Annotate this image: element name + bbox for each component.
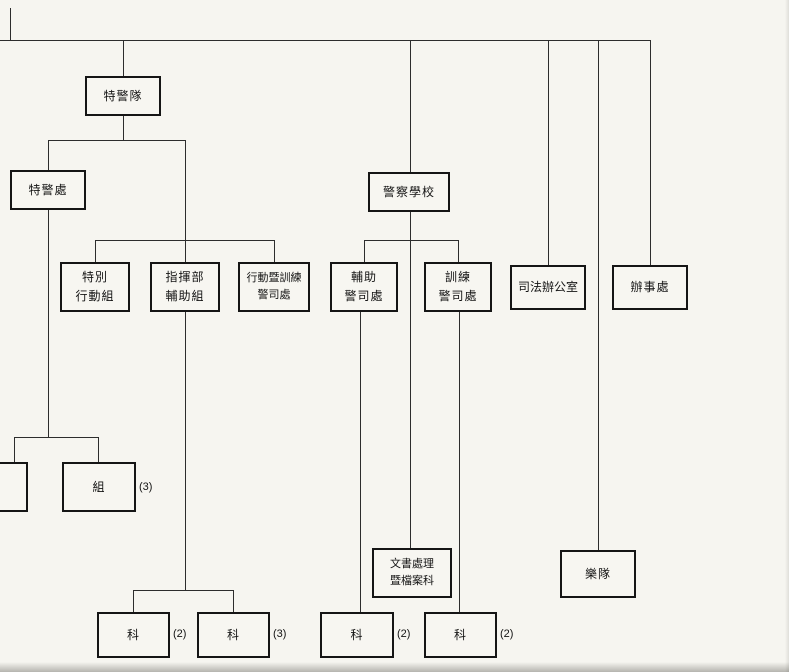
connector-v xyxy=(410,212,411,548)
org-node-training-sp-division: 訓練 警司處 xyxy=(424,262,492,312)
connector-v xyxy=(458,240,459,262)
count-annotation-section-d: (2) xyxy=(500,628,514,640)
org-node-section-d: 科 xyxy=(424,612,497,658)
org-node-label: 行動暨訓練 警司處 xyxy=(246,271,302,301)
connector-v xyxy=(410,40,411,172)
org-node-section-c: 科 xyxy=(320,612,394,658)
org-node-label: 樂隊 xyxy=(584,566,611,581)
connector-v xyxy=(98,437,99,462)
org-node-label: 科 xyxy=(226,627,240,642)
connector-v xyxy=(650,40,651,265)
org-node-section-b: 科 xyxy=(197,612,270,658)
connector-v xyxy=(14,437,15,462)
connector-v xyxy=(459,312,460,612)
org-node-police-training-school: 警察學校 xyxy=(368,172,450,212)
connector-h xyxy=(48,140,185,141)
connector-v xyxy=(233,590,234,612)
connector-h xyxy=(14,437,98,438)
scan-shadow-right xyxy=(785,0,789,672)
org-node-label: 文書處理 暨檔案科 xyxy=(390,557,434,587)
org-node-support-sp-division: 輔助 警司處 xyxy=(330,262,398,312)
connector-v xyxy=(95,240,96,262)
org-node-section-a: 科 xyxy=(97,612,170,658)
org-node-special-duties-division: 特警處 xyxy=(10,170,86,210)
org-node-label: 組 xyxy=(92,479,106,494)
count-annotation-group: (3) xyxy=(139,481,153,493)
connector-v xyxy=(48,140,49,170)
connector-v xyxy=(123,115,124,140)
org-node-special-duties-unit: 特警隊 xyxy=(85,76,161,116)
org-node-label: 特警處 xyxy=(28,182,68,197)
scan-shadow-bottom xyxy=(0,662,789,672)
count-annotation-section-c: (2) xyxy=(397,628,411,640)
connector-h xyxy=(95,240,274,241)
connector-v xyxy=(274,240,275,262)
org-node-label: 科 xyxy=(350,627,364,642)
connector-v xyxy=(360,312,361,612)
org-node-judiciary-office: 司法辦公室 xyxy=(510,265,586,310)
org-node-group: 組 xyxy=(62,462,136,512)
org-node-label: 科 xyxy=(126,627,140,642)
org-node-general-office: 辦事處 xyxy=(612,265,688,310)
count-annotation-section-a: (2) xyxy=(173,628,187,640)
org-node-documents-records-section: 文書處理 暨檔案科 xyxy=(372,548,452,598)
org-node-label: 特警隊 xyxy=(103,88,143,103)
org-node-special-action-group: 特別 行動組 xyxy=(60,262,130,312)
org-node-label: 辦事處 xyxy=(630,280,670,295)
org-node-cutoff-box xyxy=(0,462,28,512)
connector-v xyxy=(10,8,11,40)
connector-v xyxy=(364,240,365,262)
connector-h xyxy=(133,590,233,591)
connector-h xyxy=(364,240,458,241)
connector-v xyxy=(48,210,49,437)
connector-v xyxy=(548,40,549,265)
org-node-label: 科 xyxy=(453,627,467,642)
connector-v xyxy=(123,40,124,76)
org-node-label: 司法辦公室 xyxy=(517,280,578,295)
connector-v xyxy=(133,590,134,612)
connector-v xyxy=(185,140,186,262)
org-node-hq-support-group: 指揮部 輔助組 xyxy=(150,262,220,312)
connector-v xyxy=(598,40,599,550)
connector-v xyxy=(185,312,186,590)
org-node-ops-training-sp-division: 行動暨訓練 警司處 xyxy=(238,262,310,312)
org-node-label: 輔助 警司處 xyxy=(344,270,384,303)
org-node-label: 警察學校 xyxy=(382,184,435,199)
org-node-label: 特別 行動組 xyxy=(75,270,115,303)
org-node-label: 訓練 警司處 xyxy=(438,270,478,303)
org-node-label: 指揮部 輔助組 xyxy=(165,270,205,303)
org-node-band: 樂隊 xyxy=(560,550,636,598)
connector-top-rail xyxy=(0,40,651,41)
count-annotation-section-b: (3) xyxy=(273,628,287,640)
